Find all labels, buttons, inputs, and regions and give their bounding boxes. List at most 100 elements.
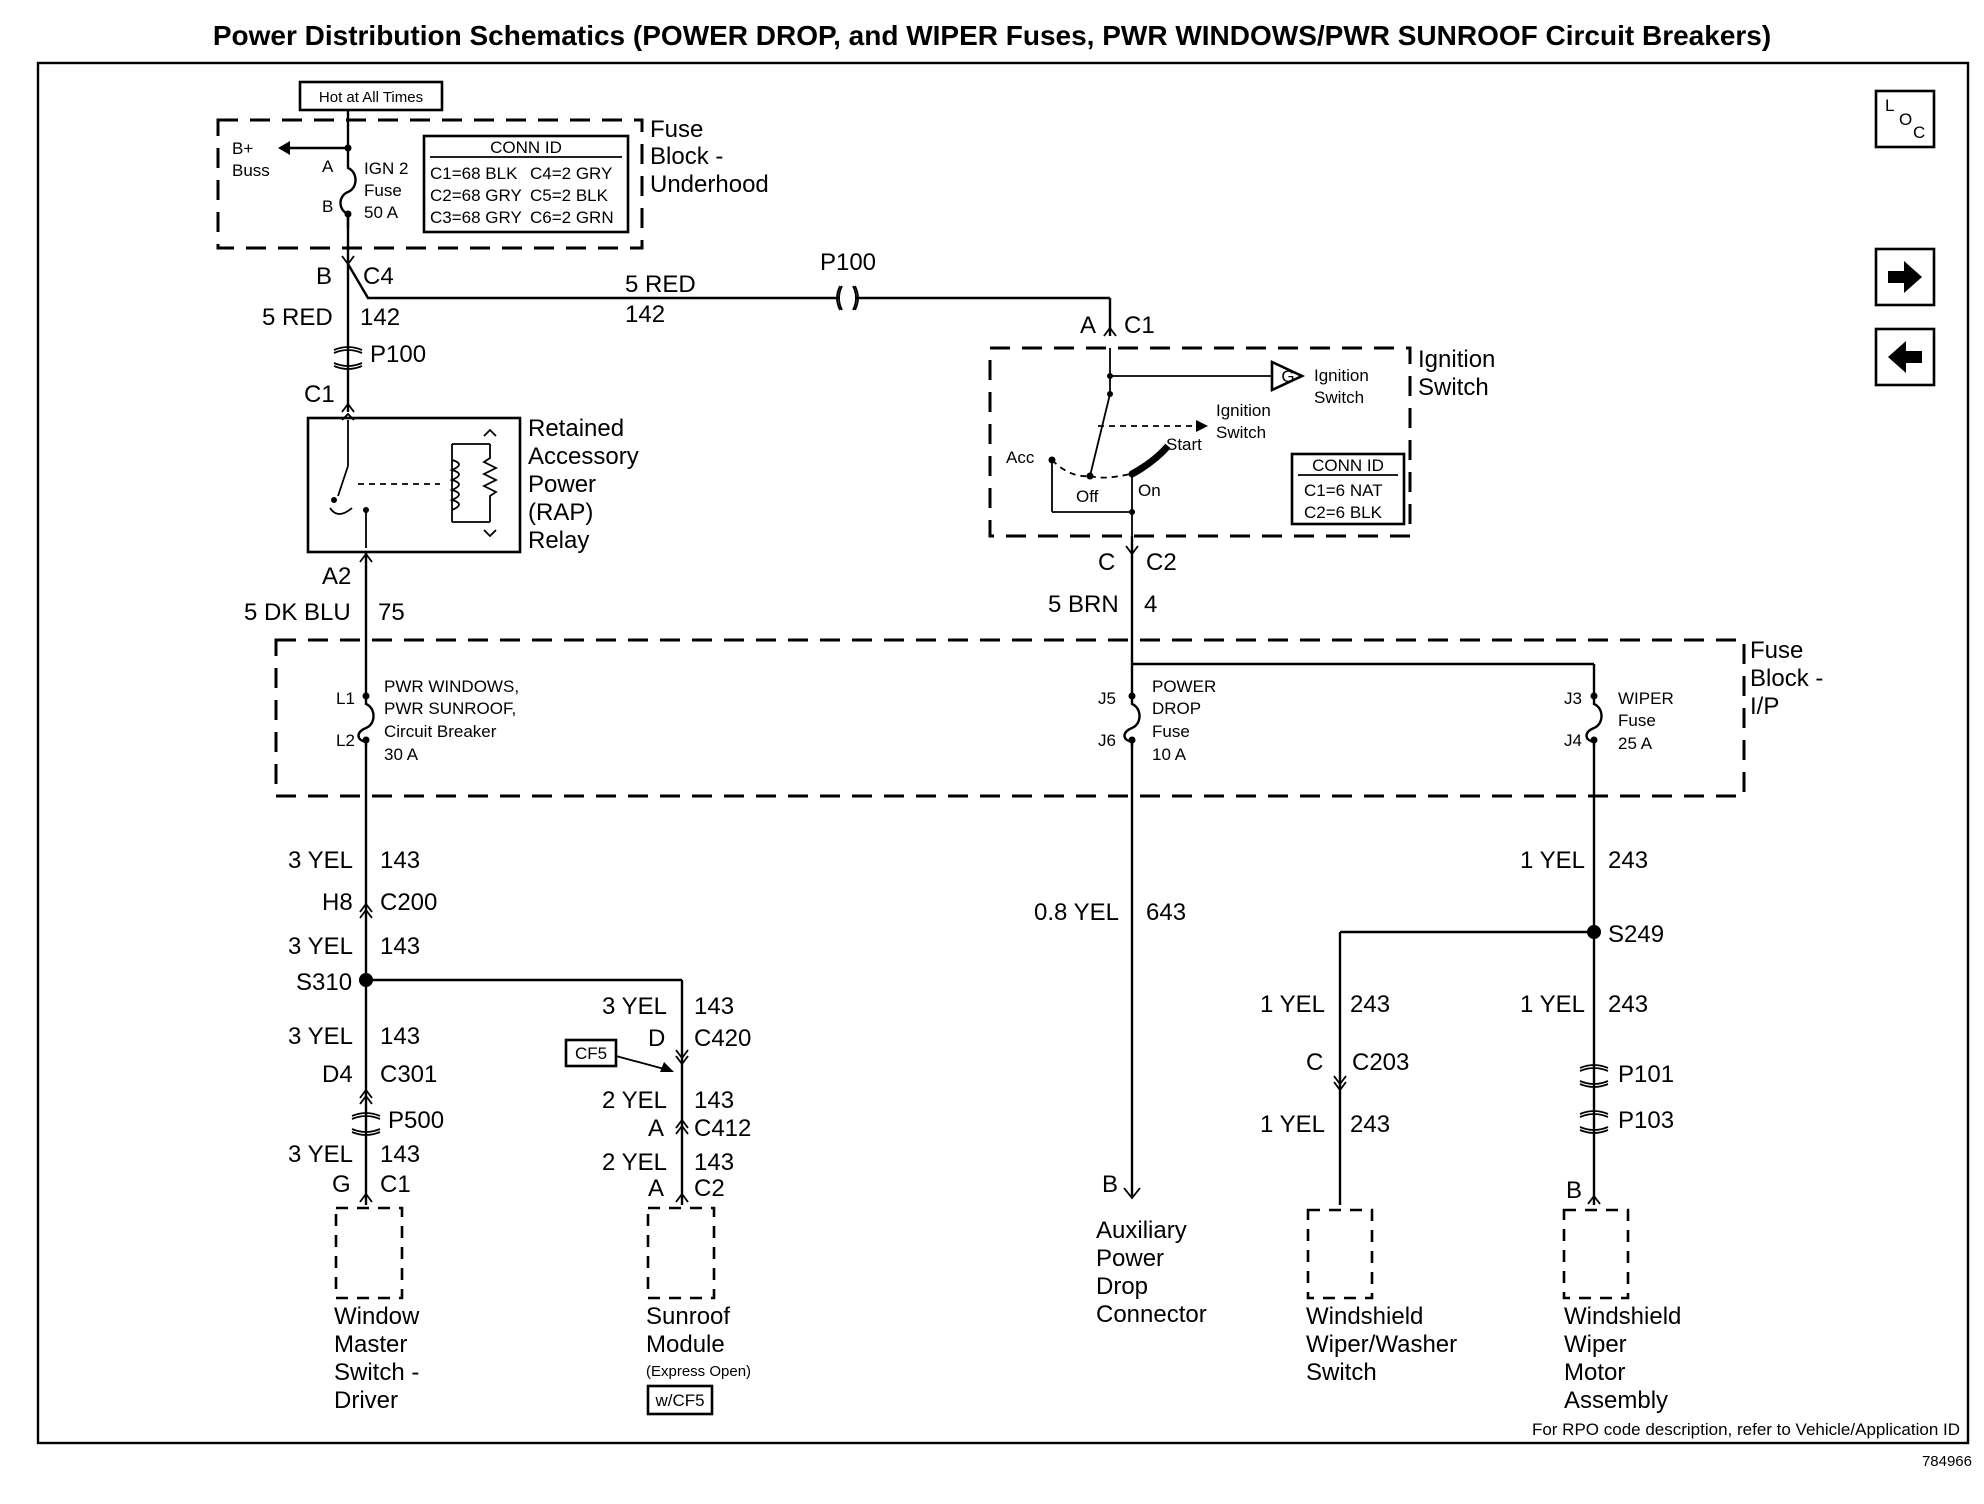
- circuit-number-label: 243: [1608, 991, 1648, 1018]
- conn-row: C2=6 BLK: [1304, 503, 1383, 522]
- circuit-number-label: 143: [694, 1149, 734, 1176]
- conn-row: C5=2 BLK: [530, 186, 609, 205]
- sunroof-module-component: [646, 1206, 716, 1300]
- sunroof-c2-conn-label: C2: [694, 1175, 725, 1202]
- s249-label: S249: [1608, 921, 1664, 948]
- sunroof-c2-pin-label: A: [648, 1175, 664, 1202]
- wiper-washer-switch-component: [1306, 1208, 1374, 1300]
- power-drop-fuse-label: POWER DROP Fuse 10 A: [1152, 677, 1221, 764]
- relay-c1-label: C1: [304, 381, 335, 408]
- s310-label: S310: [296, 969, 352, 996]
- ignition-c2-conn: C2: [1146, 549, 1177, 576]
- previous-page-arrow-icon[interactable]: [1874, 327, 1936, 387]
- circuit-number-label: 243: [1350, 991, 1390, 1018]
- c4-pin-label: B: [316, 263, 332, 290]
- page-title: Power Distribution Schematics (POWER DRO…: [213, 20, 1771, 51]
- wire-color-label: 1 YEL: [1520, 847, 1585, 874]
- circuit-number-label: 243: [1350, 1111, 1390, 1138]
- wiper-motor-connector-symbol: [1587, 1194, 1601, 1205]
- ip-fuse-block-outline: [274, 638, 1746, 798]
- ign2-fuse-label: IGN 2 Fuse 50 A: [364, 159, 413, 222]
- circuit-number-label: 4: [1144, 591, 1157, 618]
- bplus-buss-label: B+ Buss: [232, 139, 270, 180]
- p103-label: P103: [1618, 1107, 1674, 1134]
- power-drop-fuse-symbol: [1123, 696, 1141, 746]
- wiper-motor-pin-label: B: [1566, 1177, 1582, 1204]
- c203-connector-symbol: [1333, 1075, 1347, 1092]
- wire-color-label: 3 YEL: [288, 1141, 353, 1168]
- circuit-number-label: 75: [378, 599, 405, 626]
- c301-conn-label: C301: [380, 1061, 437, 1088]
- circuit-number-label: 643: [1146, 899, 1186, 926]
- circuit-number-label: 243: [1608, 847, 1648, 874]
- wiper-washer-switch-label: Windshield Wiper/Washer Switch: [1306, 1303, 1464, 1386]
- window-c1-conn-label: C1: [380, 1171, 411, 1198]
- window-master-switch-label: Window Master Switch - Driver: [334, 1303, 426, 1414]
- relay-c1-connector-symbol: [341, 402, 355, 413]
- underhood-conn-id-title: CONN ID: [490, 138, 562, 157]
- document-number: 784966: [1922, 1453, 1972, 1470]
- ip-fuse-block-label: Fuse Block - I/P: [1750, 637, 1830, 720]
- connector-c1-ignition-symbol: [1103, 326, 1117, 337]
- mech-ignition-switch-label: Ignition Switch: [1216, 401, 1276, 442]
- window-c1-pin-label: G: [332, 1171, 351, 1198]
- circuit-number-label: 143: [380, 1023, 420, 1050]
- pwr-windows-circuit-breaker-symbol: [357, 696, 375, 746]
- c203-pin-label: C: [1306, 1049, 1323, 1076]
- c200-conn-label: C200: [380, 889, 437, 916]
- next-page-arrow-icon[interactable]: [1874, 247, 1936, 307]
- wire-color-label: 5 RED: [262, 304, 333, 331]
- wire-color-label: 2 YEL: [602, 1087, 667, 1114]
- c200-pin-label: H8: [322, 889, 353, 916]
- p101-label: P101: [1618, 1061, 1674, 1088]
- power-drop-pin-j5: J5: [1098, 689, 1116, 708]
- ign2-pin-b: B: [322, 197, 333, 216]
- ignition-switch-internals: G Ignition Switch Ignition Switch Acc Of…: [1006, 348, 1406, 536]
- sunroof-express-open-label: (Express Open): [646, 1363, 751, 1380]
- c420-connector-symbol: [675, 1049, 689, 1066]
- conn-row: C1=68 BLK: [430, 164, 518, 183]
- relay-a2-label: A2: [322, 563, 351, 590]
- wire-color-label: 3 YEL: [288, 933, 353, 960]
- conn-row: C4=2 GRY: [530, 164, 612, 183]
- rap-relay-box: [306, 416, 522, 554]
- wire-color-label: 5 BRN: [1048, 591, 1119, 618]
- ign2-pin-a: A: [322, 157, 334, 176]
- wiper-motor-assembly-label: Windshield Wiper Motor Assembly: [1564, 1303, 1688, 1414]
- cf5-pointer-arrow-icon: [660, 1062, 674, 1072]
- location-icon[interactable]: L O C: [1874, 89, 1936, 149]
- circuit-number-label: 143: [694, 993, 734, 1020]
- wcf5-option-box: [646, 1384, 714, 1416]
- g-terminal-letter: G: [1281, 367, 1294, 386]
- ignition-c1-pin: A: [1080, 312, 1096, 339]
- p103-connector-symbol: [1579, 1110, 1609, 1134]
- hot-at-all-times-label: Hot at All Times: [319, 89, 423, 106]
- rap-relay-label: Retained Accessory Power (RAP) Relay: [528, 415, 645, 554]
- cb-pin-l2: L2: [336, 731, 355, 750]
- diagram-frame: [36, 61, 1970, 1445]
- wire-color-label: 1 YEL: [1520, 991, 1585, 1018]
- ignition-conn-id-title: CONN ID: [1312, 456, 1384, 475]
- wire-color-label: 0.8 YEL: [1034, 899, 1119, 926]
- p100-top-label: P100: [820, 249, 876, 276]
- sunroof-c2-connector-symbol: [675, 1192, 689, 1203]
- p500-connector-symbol: [351, 1112, 381, 1136]
- conn-row: C3=68 GRY: [430, 208, 522, 227]
- circuit-number-label: 142: [360, 304, 400, 331]
- position-start-label: Start: [1166, 435, 1202, 454]
- wire-color-label: 3 YEL: [602, 993, 667, 1020]
- wire-color-label: 3 YEL: [288, 1023, 353, 1050]
- window-master-switch-component: [334, 1206, 404, 1300]
- circuit-number-label: 143: [380, 847, 420, 874]
- cb-label: PWR WINDOWS, PWR SUNROOF, Circuit Breake…: [384, 677, 524, 764]
- ignition-switch-label: Ignition Switch: [1418, 346, 1502, 401]
- c412-conn-label: C412: [694, 1115, 751, 1142]
- c420-pin-label: D: [648, 1025, 665, 1052]
- ignition-switch-outline: [988, 346, 1412, 538]
- ign-feed-wire: [346, 263, 840, 300]
- aux-power-drop-connector-label: Auxiliary Power Drop Connector: [1096, 1217, 1207, 1328]
- ignition-c2-pin: C: [1098, 549, 1115, 576]
- p100-inline-connector-symbol: [836, 285, 859, 311]
- p100-left-label: P100: [370, 341, 426, 368]
